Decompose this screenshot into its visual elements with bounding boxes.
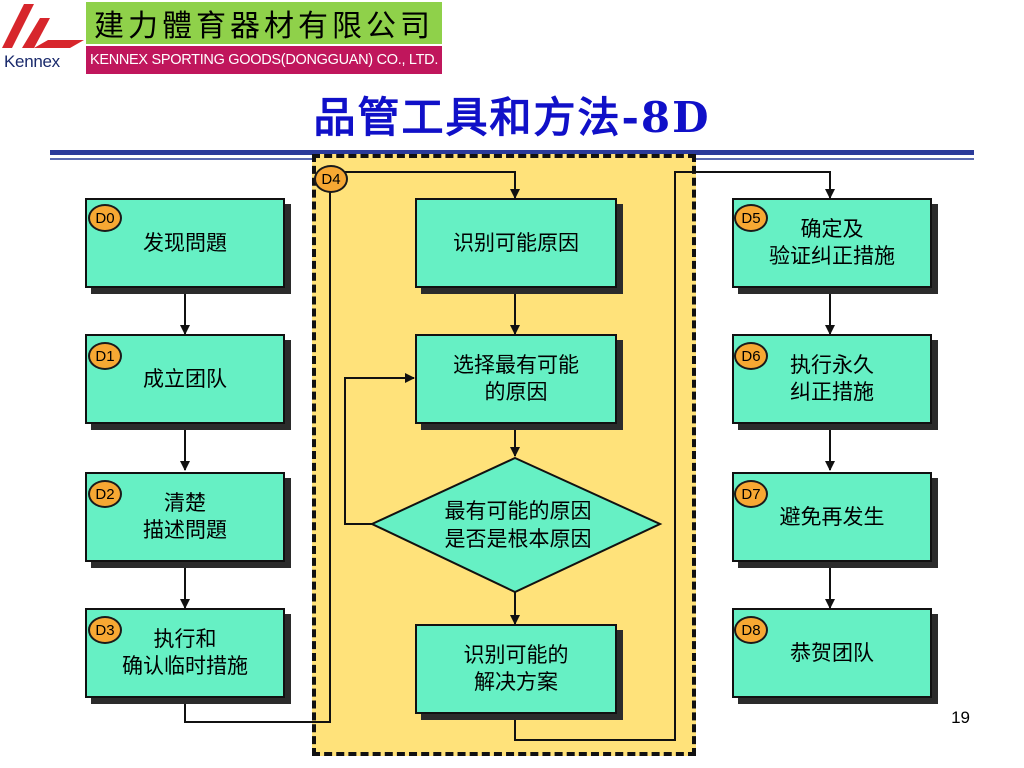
badge-d4: D4: [314, 165, 348, 193]
identify-causes-box: 识别可能原因: [415, 198, 617, 288]
title-underline-thick: [50, 150, 974, 155]
step-d3-label: 执行和 确认临时措施: [122, 627, 248, 678]
badge-d0: D0: [88, 204, 122, 232]
arrow-decision-loop: [344, 373, 415, 525]
step-d5-label: 确定及 验证纠正措施: [769, 217, 895, 268]
select-cause-box: 选择最有可能 的原因: [415, 334, 617, 424]
step-d1-label: 成立团队: [143, 366, 227, 391]
badge-d6: D6: [734, 342, 768, 370]
logo-text: Kennex: [4, 52, 60, 71]
identify-causes-label: 识别可能原因: [453, 230, 579, 255]
company-name-english: KENNEX SPORTING GOODS(DONGGUAN) CO., LTD…: [86, 46, 442, 74]
decision-label: 最有可能的原因 是否是根本原因: [444, 499, 592, 551]
slide-title: 品管工具和方法-8D: [313, 93, 711, 142]
arrow-d3-d4: [184, 171, 520, 723]
step-d0-label: 发现問題: [143, 230, 227, 255]
badge-d1: D1: [88, 342, 122, 370]
arrow-d4-d5: [514, 171, 835, 741]
page-number: 19: [951, 708, 970, 727]
badge-d8: D8: [734, 616, 768, 644]
step-d2-label: 清楚 描述問題: [143, 491, 227, 542]
step-d7-box: 避免再发生: [732, 472, 932, 562]
decision-diamond: [369, 456, 663, 594]
badge-d2: D2: [88, 480, 122, 508]
company-name-chinese: 建力體育器材有限公司: [86, 2, 442, 44]
identify-solutions-label: 识别可能的 解决方案: [463, 643, 569, 694]
step-d6-label: 执行永久 纠正措施: [790, 353, 874, 404]
badge-d5: D5: [734, 204, 768, 232]
step-d7-label: 避免再发生: [779, 504, 885, 529]
badge-d7: D7: [734, 480, 768, 508]
identify-solutions-box: 识别可能的 解决方案: [415, 624, 617, 714]
select-cause-label: 选择最有可能 的原因: [453, 353, 579, 404]
step-d8-label: 恭贺团队: [790, 640, 874, 665]
step-d5-box: 确定及 验证纠正措施: [732, 198, 932, 288]
badge-d3: D3: [88, 616, 122, 644]
kennex-logo-icon: [2, 4, 84, 48]
